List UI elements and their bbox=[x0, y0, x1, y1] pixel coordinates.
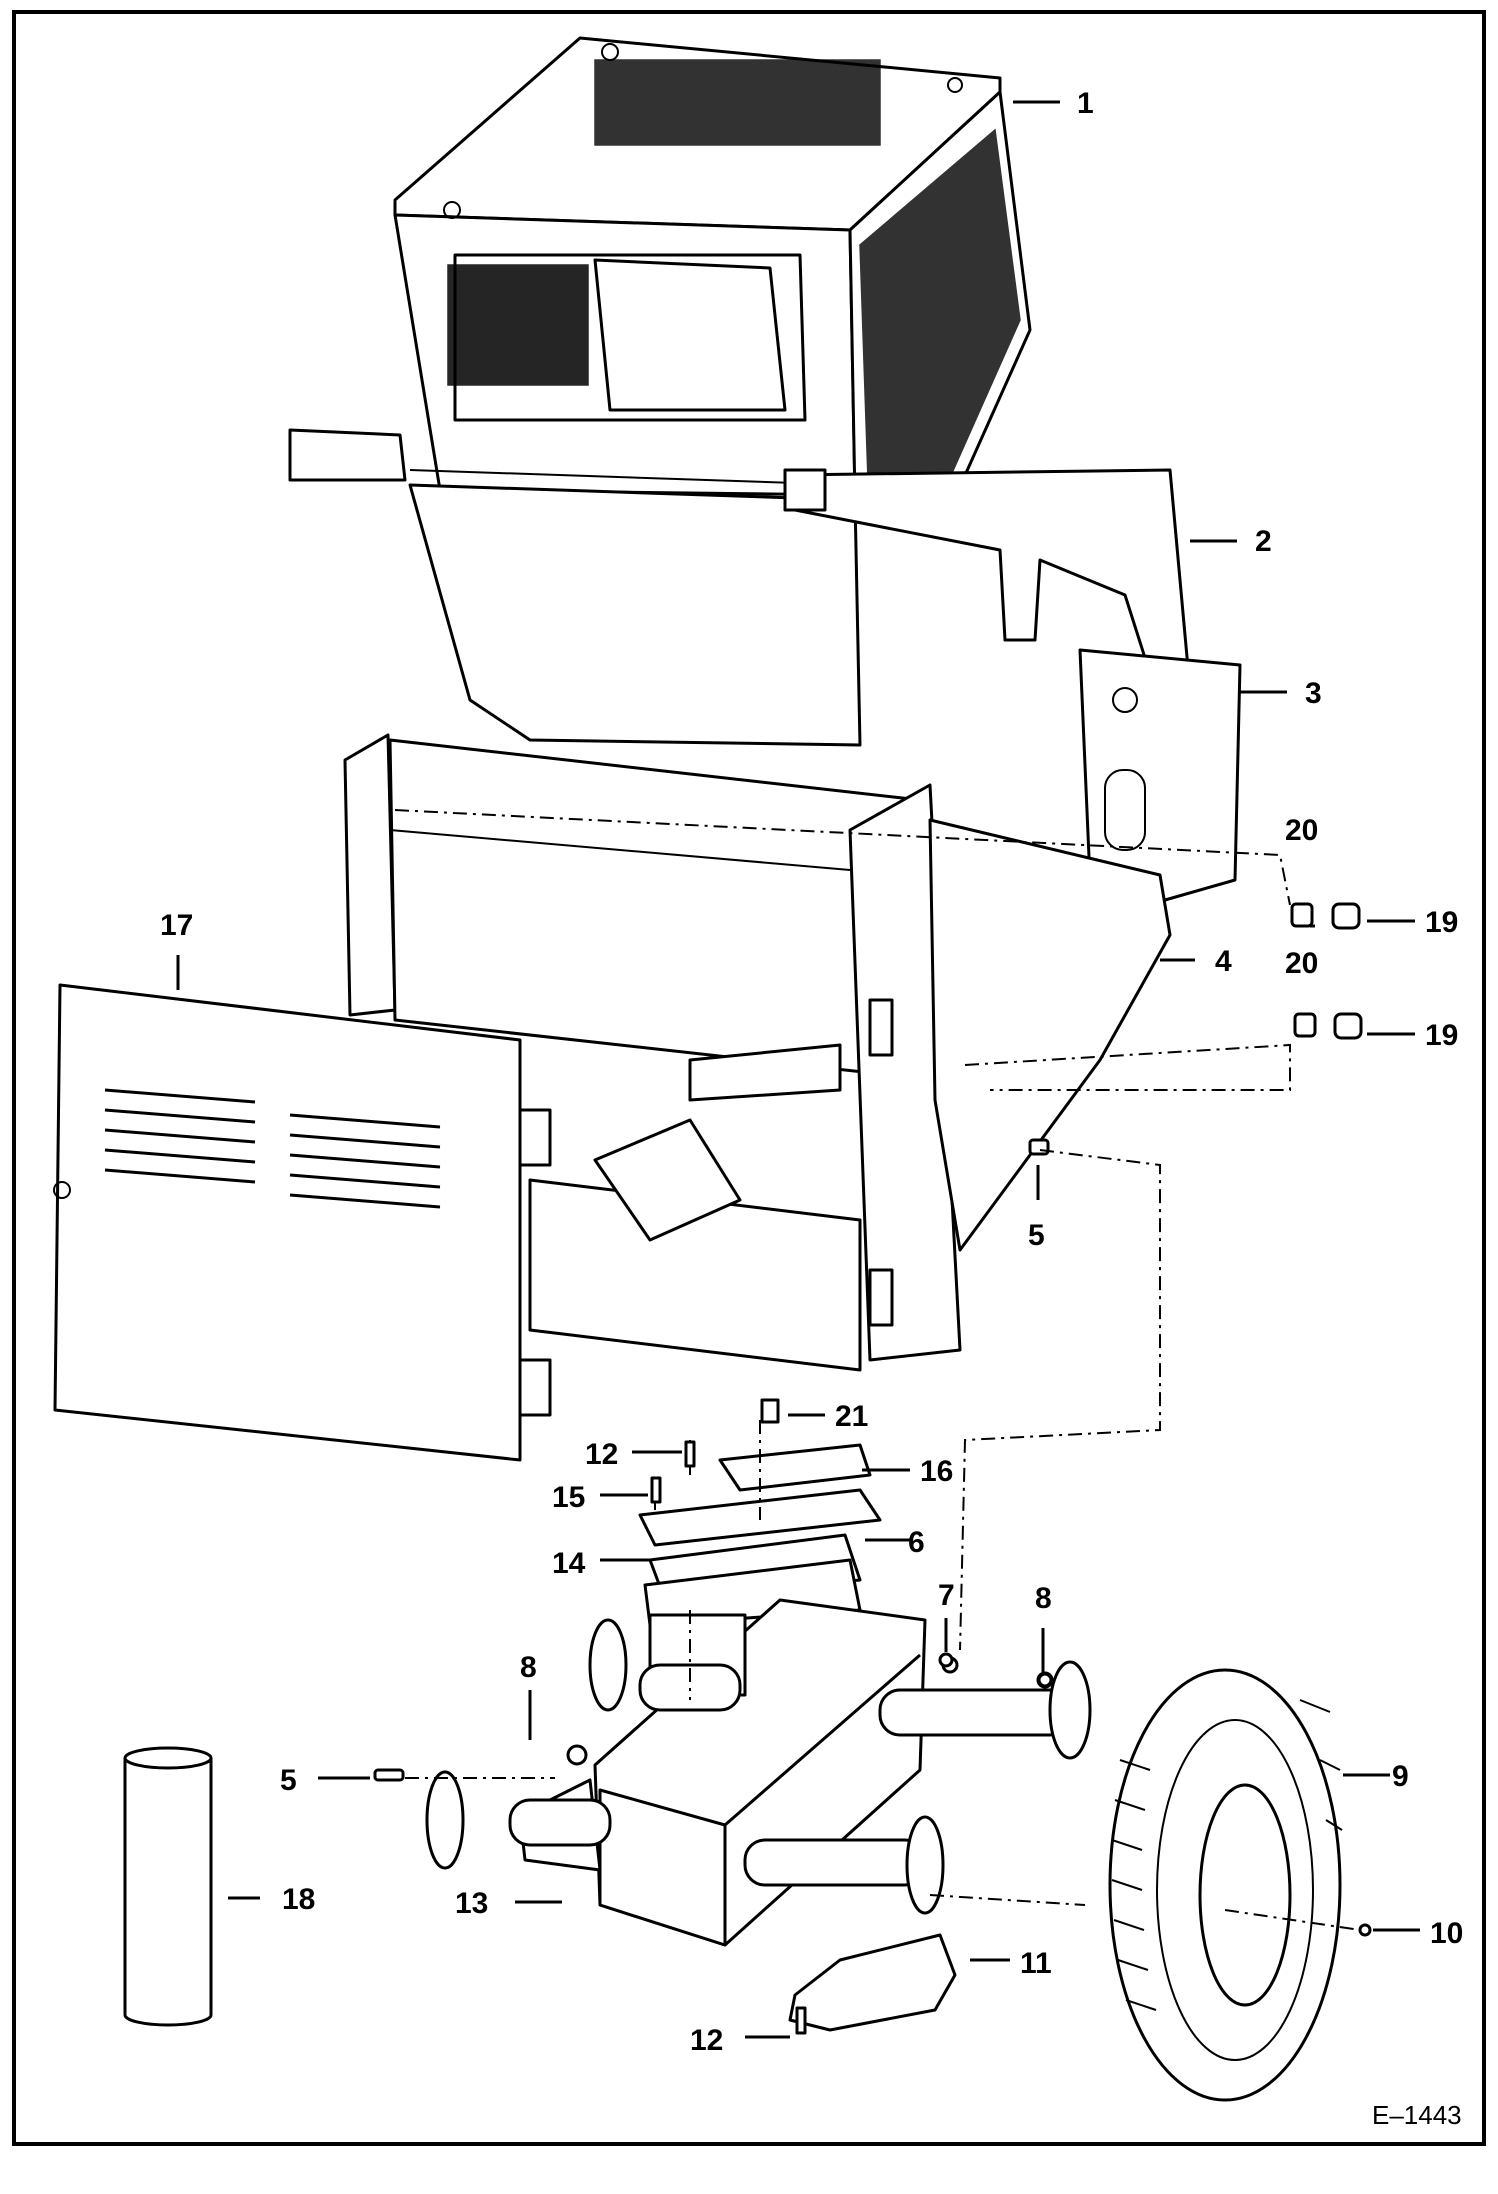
main-frame bbox=[343, 733, 1172, 1372]
callout-2: 2 bbox=[1255, 525, 1272, 558]
drawing-id: E–1443 bbox=[1372, 2100, 1462, 2130]
callout-20-upper: 20 bbox=[1285, 814, 1318, 847]
callout-21: 21 bbox=[835, 1400, 868, 1433]
callout-5-axle: 5 bbox=[280, 1764, 297, 1797]
wheel-tire bbox=[1108, 1668, 1343, 2102]
operator-cab bbox=[393, 36, 1032, 747]
callout-15: 15 bbox=[552, 1481, 585, 1514]
callout-10: 10 bbox=[1430, 1917, 1463, 1950]
callout-12-bottom: 12 bbox=[690, 2024, 723, 2057]
callout-13: 13 bbox=[455, 1887, 488, 1920]
lift-arm bbox=[288, 428, 1192, 707]
callout-6: 6 bbox=[908, 1526, 925, 1559]
tube bbox=[123, 1746, 213, 2027]
page-border bbox=[12, 10, 1486, 2146]
callout-19-upper: 19 bbox=[1425, 906, 1458, 939]
callout-20-lower: 20 bbox=[1285, 947, 1318, 980]
side-panel bbox=[1078, 648, 1242, 902]
callout-7: 7 bbox=[938, 1579, 955, 1612]
callout-1: 1 bbox=[1077, 87, 1094, 120]
callout-18: 18 bbox=[282, 1883, 315, 1916]
axle-housing bbox=[425, 1598, 1092, 1947]
skid-guard bbox=[788, 1933, 957, 2032]
callout-14: 14 bbox=[552, 1547, 586, 1580]
callout-3: 3 bbox=[1305, 677, 1322, 710]
rear-door bbox=[53, 983, 552, 1462]
callout-11: 11 bbox=[1020, 1947, 1052, 1980]
callout-8-right: 8 bbox=[1035, 1582, 1052, 1615]
callout-5-frame: 5 bbox=[1028, 1219, 1045, 1252]
callout-12-top: 12 bbox=[585, 1438, 618, 1471]
door-louvers bbox=[104, 1088, 441, 1209]
callout-4: 4 bbox=[1215, 945, 1232, 978]
callout-19-lower: 19 bbox=[1425, 1019, 1458, 1052]
callout-17: 17 bbox=[160, 909, 193, 942]
hardware bbox=[373, 902, 1372, 2035]
callout-16: 16 bbox=[920, 1455, 953, 1488]
leader-lines bbox=[176, 100, 1420, 2039]
assembly-lines bbox=[394, 809, 1361, 1931]
callout-8-left: 8 bbox=[520, 1651, 537, 1684]
callout-9: 9 bbox=[1392, 1760, 1409, 1793]
callout-labels: 1 2 3 4 5 5 6 7 8 8 9 10 11 12 12 13 14 … bbox=[160, 87, 1463, 2057]
